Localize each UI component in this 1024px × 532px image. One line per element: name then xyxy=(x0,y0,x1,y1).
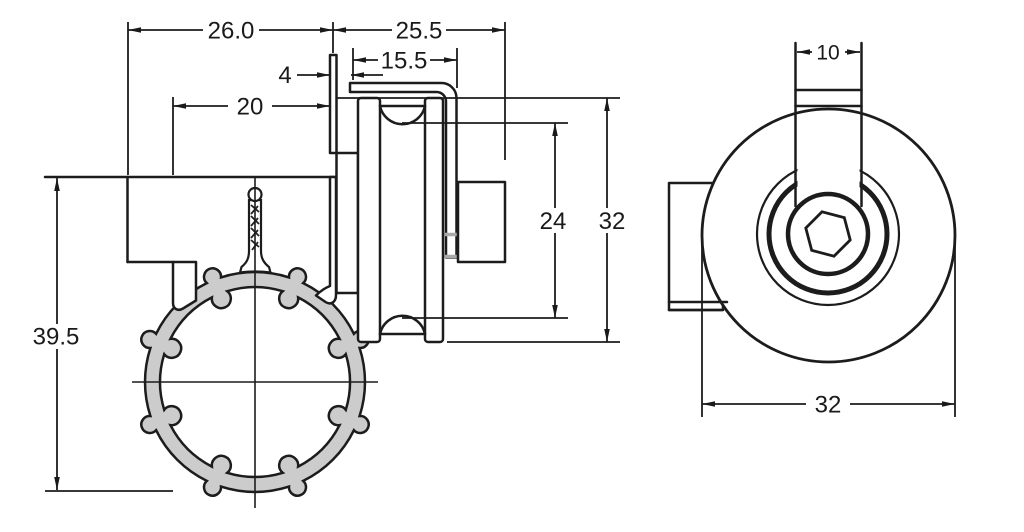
dim-10: 10 xyxy=(797,42,860,65)
strap-tab xyxy=(456,180,507,264)
dim-label: 32 xyxy=(599,208,626,235)
dim-25-5: 25.5 xyxy=(333,18,506,160)
clamp-right-wall xyxy=(314,175,338,305)
wheel-left-flange xyxy=(356,96,382,344)
dim-label: 32 xyxy=(815,392,842,419)
dim-label: 4 xyxy=(278,62,291,89)
dim-32-side: 32 xyxy=(336,97,634,343)
dim-text-mask xyxy=(392,18,446,41)
dim-label: 15.5 xyxy=(381,48,428,75)
dim-39-5: 39.5 xyxy=(29,178,173,492)
mounting-strap-front xyxy=(794,41,863,208)
hex-socket-screw xyxy=(785,191,871,277)
dim-label: 24 xyxy=(540,208,567,235)
dim-text-mask xyxy=(203,18,259,41)
hub-spacer xyxy=(335,151,360,295)
dim-4: 4 xyxy=(278,62,383,89)
dim-32-front: 32 xyxy=(701,240,956,419)
groove-bottom-arc xyxy=(378,314,427,336)
dim-label: 20 xyxy=(237,94,264,121)
clamp-body xyxy=(43,53,360,311)
clamp-left-arm xyxy=(171,260,198,311)
dim-text-mask xyxy=(806,392,850,416)
groove-top-arc xyxy=(378,104,427,126)
centerlines xyxy=(132,177,378,508)
pulley-wheel-side xyxy=(356,96,445,344)
mounting-strap-side xyxy=(348,81,507,264)
side-view: 26.0 25.5 15.5 4 20 xyxy=(29,18,634,508)
dim-text-mask xyxy=(378,48,430,71)
dim-label: 26.0 xyxy=(208,18,255,45)
front-view: 10 32 xyxy=(667,41,957,419)
hex-socket xyxy=(804,210,852,258)
clamp-upper-plate xyxy=(328,53,338,155)
dim-24: 24 xyxy=(402,122,576,319)
dim-text-mask xyxy=(228,94,272,117)
dim-15-5: 15.5 xyxy=(352,48,458,88)
dim-text-mask xyxy=(531,208,576,233)
dim-label: 25.5 xyxy=(396,18,443,45)
dim-label: 39.5 xyxy=(33,324,80,351)
dim-text-mask xyxy=(812,42,845,62)
dim-26: 26.0 xyxy=(127,18,334,175)
dim-text-mask xyxy=(590,208,634,233)
wheel-right-flange xyxy=(423,96,445,344)
dim-label: 10 xyxy=(816,42,839,65)
dim-20: 20 xyxy=(172,94,330,175)
dim-text-mask xyxy=(29,324,85,349)
